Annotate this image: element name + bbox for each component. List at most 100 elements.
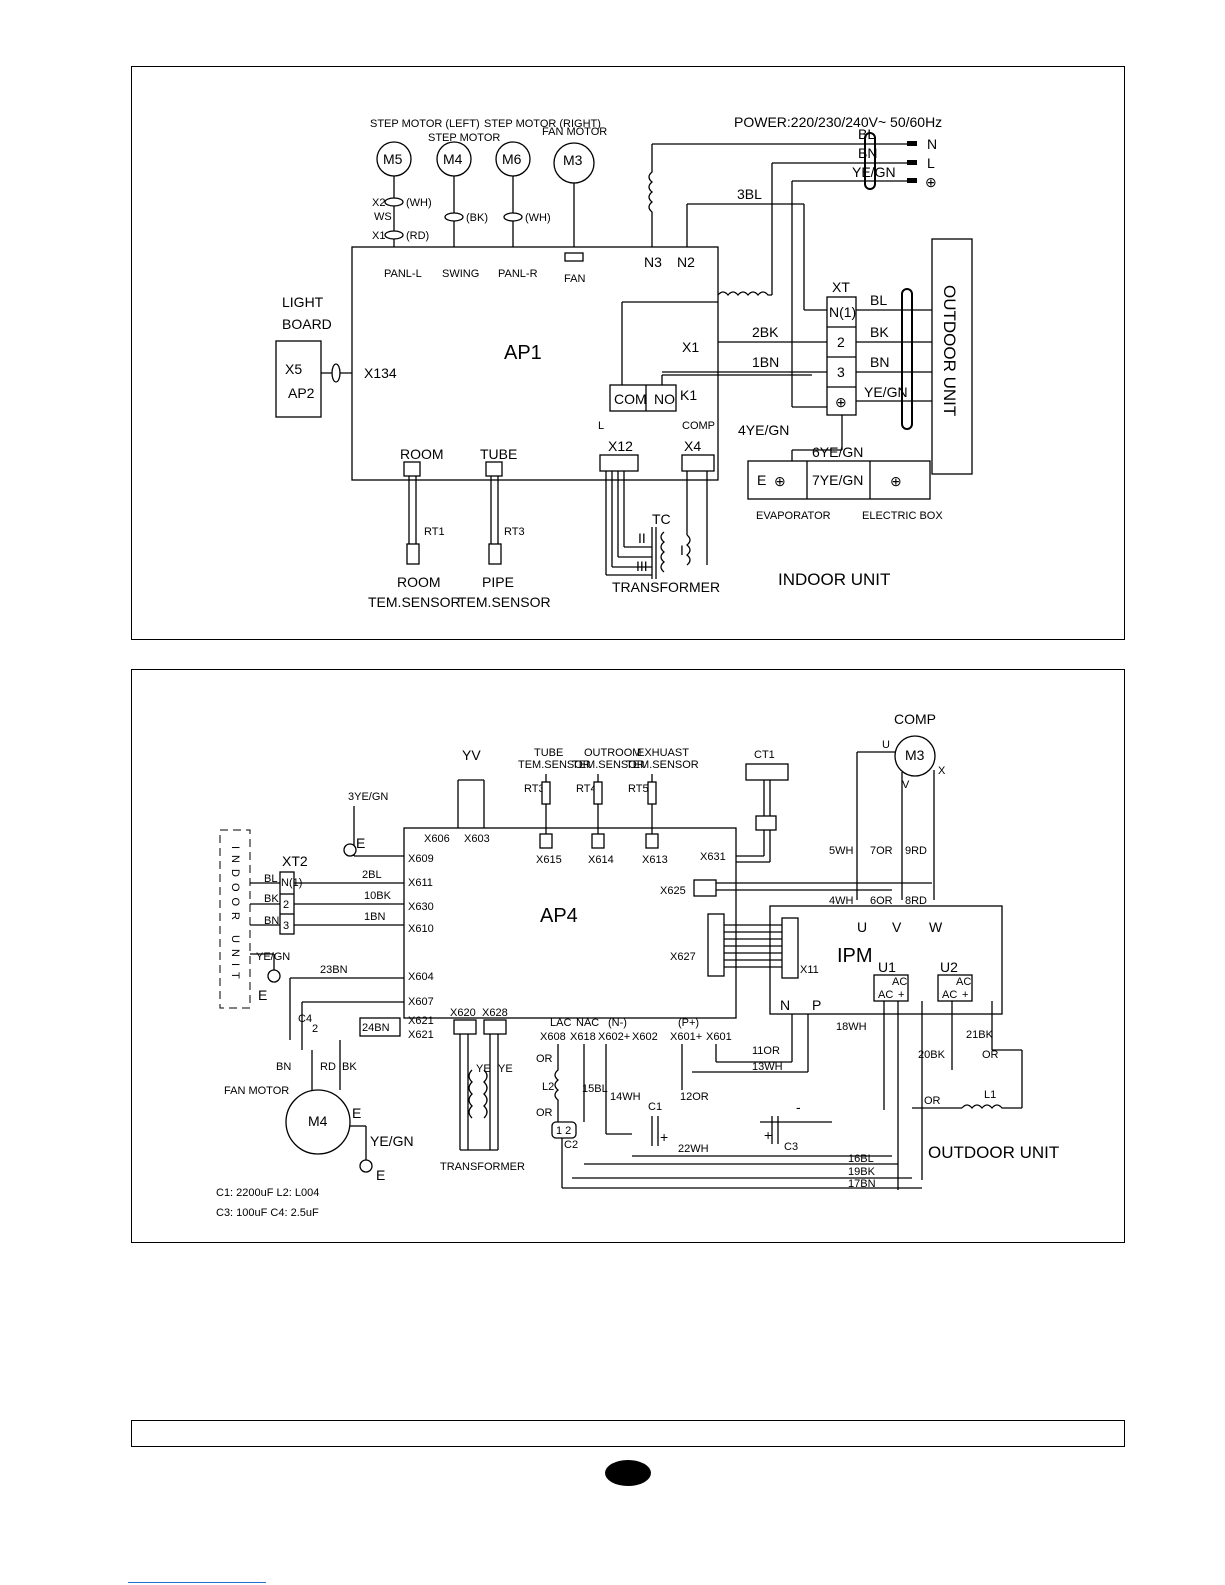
room-sensor: ROOM RT1 ROOM TEM.SENSOR xyxy=(368,446,461,610)
svg-text:STEP MOTOR (RIGHT): STEP MOTOR (RIGHT) xyxy=(484,118,601,130)
svg-text:M3: M3 xyxy=(905,747,925,763)
pipe-sensor: TUBE RT3 PIPE TEM.SENSOR xyxy=(458,446,551,610)
svg-text:24BN: 24BN xyxy=(362,1022,390,1034)
svg-text:TEM.SENSOR: TEM.SENSOR xyxy=(518,759,591,771)
svg-text:RT3: RT3 xyxy=(504,526,525,538)
svg-text:10BK: 10BK xyxy=(364,890,392,902)
svg-text:+: + xyxy=(962,989,968,1001)
svg-text:III: III xyxy=(636,558,648,574)
svg-text:X625: X625 xyxy=(660,885,686,897)
svg-text:X614: X614 xyxy=(588,854,614,866)
svg-text:YV: YV xyxy=(462,747,481,763)
ap1-label: AP1 xyxy=(504,342,542,364)
svg-text:BN: BN xyxy=(858,145,877,161)
svg-text:PANL-L: PANL-L xyxy=(384,268,422,280)
svg-text:XT: XT xyxy=(832,279,850,295)
svg-text:⊕: ⊕ xyxy=(835,394,847,410)
svg-text:X631: X631 xyxy=(700,851,726,863)
outdoor-unit-label: OUTDOOR UNIT xyxy=(928,1143,1059,1162)
svg-text:E: E xyxy=(258,987,267,1003)
svg-text:YE: YE xyxy=(476,1063,491,1075)
svg-text:YE/GN: YE/GN xyxy=(852,164,896,180)
svg-text:2: 2 xyxy=(312,1023,318,1035)
svg-text:X615: X615 xyxy=(536,854,562,866)
svg-text:5WH: 5WH xyxy=(829,845,854,857)
svg-text:1 2: 1 2 xyxy=(556,1125,571,1137)
svg-text:OR: OR xyxy=(924,1095,941,1107)
svg-text:K1: K1 xyxy=(680,387,697,403)
svg-text:X606: X606 xyxy=(424,833,450,845)
ap4-board xyxy=(403,827,737,1019)
svg-text:6YE/GN: 6YE/GN xyxy=(812,444,863,460)
svg-text:TEM.SENSOR: TEM.SENSOR xyxy=(368,594,461,610)
svg-text:4YE/GN: 4YE/GN xyxy=(738,422,789,438)
svg-text:BL: BL xyxy=(870,292,887,308)
svg-text:EVAPORATOR: EVAPORATOR xyxy=(756,510,831,522)
svg-text:⊕: ⊕ xyxy=(925,174,937,190)
svg-text:EXHUAST: EXHUAST xyxy=(637,747,689,759)
svg-text:+: + xyxy=(764,1127,772,1143)
svg-text:X611: X611 xyxy=(408,877,433,889)
svg-text:TRANSFORMER: TRANSFORMER xyxy=(440,1161,525,1173)
svg-text:ROOM: ROOM xyxy=(400,446,444,462)
svg-text:U2: U2 xyxy=(940,959,958,975)
svg-text:14WH: 14WH xyxy=(610,1091,641,1103)
evaporator-ground: E ⊕ ⊕ 6YE/GN 7YE/GN EVAPORATOR ELECTRIC … xyxy=(747,444,943,522)
indoor-unit-dashed-box xyxy=(219,829,251,1009)
svg-text:PANL-R: PANL-R xyxy=(498,268,538,280)
page-number-badge xyxy=(605,1460,651,1486)
svg-text:L: L xyxy=(927,155,935,171)
ground-3yegn: 3YE/GN E xyxy=(343,791,404,857)
terminal-block-xt2: XT2 N(1) 2 3 BL BK BN 2BL 10BK 1BN YE/GN… xyxy=(250,853,404,1003)
indoor-unit-label: INDOOR UNIT xyxy=(778,570,890,589)
motor-m5: STEP MOTOR (LEFT) M5 X2 (WH) WS X1 (RD) … xyxy=(370,118,480,280)
indoor-unit-label-vertical: INDOOR UNIT xyxy=(229,846,241,985)
svg-text:C4: C4 xyxy=(298,1013,312,1025)
svg-text:12OR: 12OR xyxy=(680,1091,709,1103)
svg-text:-: - xyxy=(796,1099,801,1115)
svg-text:X11: X11 xyxy=(800,964,819,976)
svg-text:E: E xyxy=(376,1167,385,1183)
svg-text:2: 2 xyxy=(283,899,289,911)
svg-text:N3: N3 xyxy=(644,254,662,270)
outdoor-wiring-diagram: AP4 COMP M3 U V X 5WH 7OR 9RD 4WH 6OR 8R… xyxy=(216,711,1059,1219)
svg-text:15BL: 15BL xyxy=(582,1083,608,1095)
svg-text:STEP MOTOR (LEFT): STEP MOTOR (LEFT) xyxy=(370,118,480,130)
svg-text:X4: X4 xyxy=(684,438,701,454)
ap4-left-ports: X609 X611 X630 X610 X604 X607 X621 X621 xyxy=(408,853,434,1041)
svg-text:⊕: ⊕ xyxy=(890,473,902,489)
svg-text:PIPE: PIPE xyxy=(482,574,514,590)
svg-text:BL: BL xyxy=(264,873,277,885)
svg-text:X601: X601 xyxy=(706,1031,732,1043)
footer-link-line xyxy=(128,1582,266,1583)
svg-text:+: + xyxy=(898,989,904,1001)
indoor-wiring-diagram: AP1 POWER:220/230/240V~ 50/60Hz STEP MOT… xyxy=(275,114,973,610)
svg-text:X604: X604 xyxy=(408,971,434,983)
svg-text:TUBE: TUBE xyxy=(480,446,517,462)
svg-text:TUBE: TUBE xyxy=(534,747,563,759)
svg-text:AC: AC xyxy=(892,976,907,988)
svg-text:STEP MOTOR: STEP MOTOR xyxy=(428,132,500,144)
svg-text:18WH: 18WH xyxy=(836,1021,867,1033)
svg-text:L1: L1 xyxy=(984,1089,996,1101)
svg-text:C1: C1 xyxy=(648,1101,662,1113)
svg-text:X607: X607 xyxy=(408,996,434,1008)
svg-text:3: 3 xyxy=(837,364,845,380)
svg-text:AP2: AP2 xyxy=(288,385,315,401)
svg-text:FAN: FAN xyxy=(564,273,585,285)
svg-text:X2: X2 xyxy=(372,197,385,209)
svg-text:2BL: 2BL xyxy=(362,869,382,881)
svg-text:20BK: 20BK xyxy=(918,1049,946,1061)
power-supply: BL BN YE/GN N L ⊕ N3 3BL N2 xyxy=(621,126,937,407)
svg-text:+: + xyxy=(660,1129,668,1145)
svg-text:BK: BK xyxy=(264,893,279,905)
svg-text:2BK: 2BK xyxy=(752,324,779,340)
svg-text:N2: N2 xyxy=(677,254,695,270)
svg-text:(WH): (WH) xyxy=(406,197,432,209)
current-transformer-ct1: CT1 X631 X625 xyxy=(660,749,932,897)
svg-text:22WH: 22WH xyxy=(678,1143,709,1155)
ipm-module: U V W IPM N P X11 X627 U1 U2 AC AC + AC … xyxy=(670,905,1003,1015)
svg-text:X610: X610 xyxy=(408,923,434,935)
svg-text:W: W xyxy=(929,919,943,935)
svg-text:U1: U1 xyxy=(878,959,896,975)
